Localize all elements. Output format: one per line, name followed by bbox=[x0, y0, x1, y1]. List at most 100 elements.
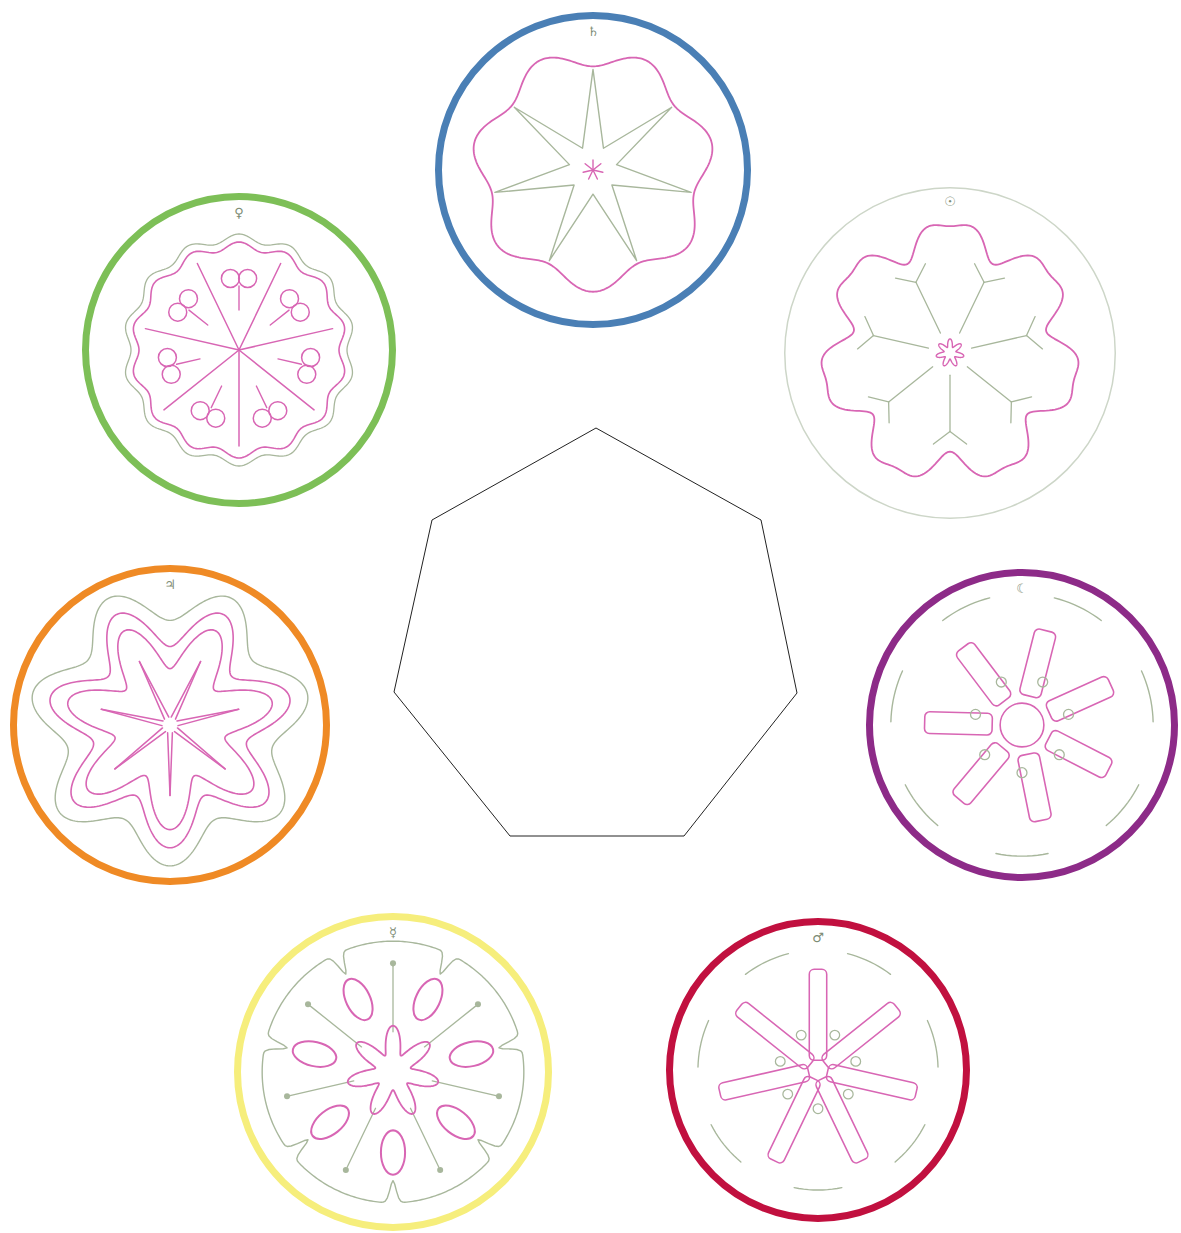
star-arm bbox=[168, 733, 170, 796]
heart-curl bbox=[191, 402, 209, 420]
loop-shape bbox=[338, 974, 379, 1024]
center-asterisk bbox=[583, 170, 593, 172]
spoke-line bbox=[238, 350, 240, 446]
ray-fork bbox=[868, 397, 888, 402]
small-bud bbox=[1064, 709, 1074, 719]
pink-lobes bbox=[50, 613, 290, 848]
seal-drawing bbox=[32, 596, 308, 866]
outer-arc bbox=[711, 1125, 741, 1162]
ring-circle bbox=[238, 917, 549, 1228]
spoke-dot bbox=[437, 1167, 443, 1173]
spoke-line bbox=[424, 1006, 475, 1047]
pink-lobes bbox=[68, 630, 272, 830]
ring-outline bbox=[435, 12, 751, 328]
heptagon-outline bbox=[394, 428, 797, 836]
seal-drawing bbox=[891, 598, 1153, 856]
heart-curl bbox=[158, 349, 176, 367]
ray-line bbox=[972, 336, 1027, 349]
heart-curl bbox=[291, 303, 309, 321]
spoke-line bbox=[239, 350, 314, 410]
petal-shape bbox=[814, 1075, 869, 1165]
ring-circle bbox=[670, 922, 967, 1219]
center-asterisk bbox=[585, 164, 593, 170]
outer-arc bbox=[794, 1188, 842, 1190]
curl-stem bbox=[189, 310, 208, 325]
curl-stem bbox=[278, 359, 301, 364]
petal-shape bbox=[951, 741, 1011, 807]
ring-outline bbox=[234, 913, 552, 1231]
star-arm bbox=[175, 732, 226, 769]
seal-drawing bbox=[822, 225, 1079, 476]
spoke-dot bbox=[284, 1093, 290, 1099]
seal-drawing bbox=[698, 954, 938, 1190]
curl-stem bbox=[270, 310, 289, 325]
heart-curl bbox=[253, 409, 271, 427]
spoke-line bbox=[410, 1108, 438, 1167]
petal-shape bbox=[1019, 628, 1057, 699]
heart-curl bbox=[221, 270, 239, 288]
center-circle bbox=[1000, 703, 1044, 747]
center-asterisk bbox=[592, 160, 593, 170]
ray-line bbox=[960, 282, 984, 333]
center-asterisk bbox=[593, 170, 597, 179]
star-figure bbox=[495, 69, 691, 260]
outer-arc bbox=[1142, 671, 1154, 722]
seal-circle: ☾ bbox=[866, 569, 1178, 881]
ray-line bbox=[949, 375, 950, 431]
ray-fork bbox=[896, 278, 916, 282]
ring-circle bbox=[14, 569, 327, 882]
outer-arc bbox=[895, 1125, 925, 1162]
spoke-dot bbox=[390, 960, 396, 966]
star-arm bbox=[178, 709, 239, 725]
curl-stem bbox=[256, 386, 266, 408]
small-bud bbox=[813, 1104, 823, 1114]
spoke-dot bbox=[475, 1001, 481, 1007]
small-bud bbox=[783, 1089, 793, 1099]
spoke-line bbox=[290, 1081, 354, 1096]
center-asterisk bbox=[593, 164, 601, 170]
ring-outline bbox=[82, 193, 396, 507]
ray-fork bbox=[1027, 317, 1036, 336]
petal-shape bbox=[820, 1000, 902, 1070]
seal-drawing bbox=[262, 941, 524, 1202]
planet-symbol: ♀ bbox=[234, 206, 244, 219]
spoke-line bbox=[164, 350, 239, 410]
petal-shape bbox=[1045, 675, 1116, 723]
loop-shape bbox=[431, 1099, 481, 1145]
seal-circle: ♂ bbox=[666, 918, 970, 1222]
seal-circle: ♀ bbox=[82, 193, 396, 507]
ray-fork bbox=[950, 431, 967, 444]
spoke-line bbox=[310, 1006, 361, 1047]
ray-line bbox=[916, 282, 940, 333]
spoke-dot bbox=[305, 1001, 311, 1007]
small-bud bbox=[775, 1057, 785, 1067]
spoke-line bbox=[239, 329, 333, 350]
ring-outline bbox=[784, 187, 1116, 519]
inner-outline bbox=[133, 242, 344, 458]
curl-stem bbox=[177, 359, 200, 364]
ring-outline bbox=[666, 918, 970, 1222]
outer-lobes bbox=[32, 596, 308, 866]
small-bud bbox=[1038, 677, 1048, 687]
planet-symbol: ☾ bbox=[1016, 582, 1028, 595]
ray-line bbox=[967, 367, 1011, 402]
heart-curl bbox=[239, 270, 257, 288]
seal-circle: ♃ bbox=[10, 565, 330, 885]
petal-shape bbox=[955, 641, 1013, 708]
ray-fork bbox=[916, 264, 925, 283]
petal-shape bbox=[718, 1064, 811, 1101]
outer-arc bbox=[943, 598, 990, 621]
spoke-line bbox=[432, 1081, 496, 1096]
ring-circle bbox=[870, 573, 1175, 878]
ray-fork bbox=[1010, 402, 1012, 423]
planet-symbol: ☿ bbox=[389, 926, 397, 939]
heart-curl bbox=[162, 365, 180, 383]
star-arm bbox=[115, 728, 163, 769]
outer-arc bbox=[927, 1021, 938, 1068]
seal-drawing bbox=[474, 58, 713, 292]
center-flower bbox=[936, 339, 964, 366]
outer-arc bbox=[891, 671, 903, 722]
star-arm bbox=[101, 709, 163, 721]
planet-symbol: ☉ bbox=[944, 195, 956, 208]
